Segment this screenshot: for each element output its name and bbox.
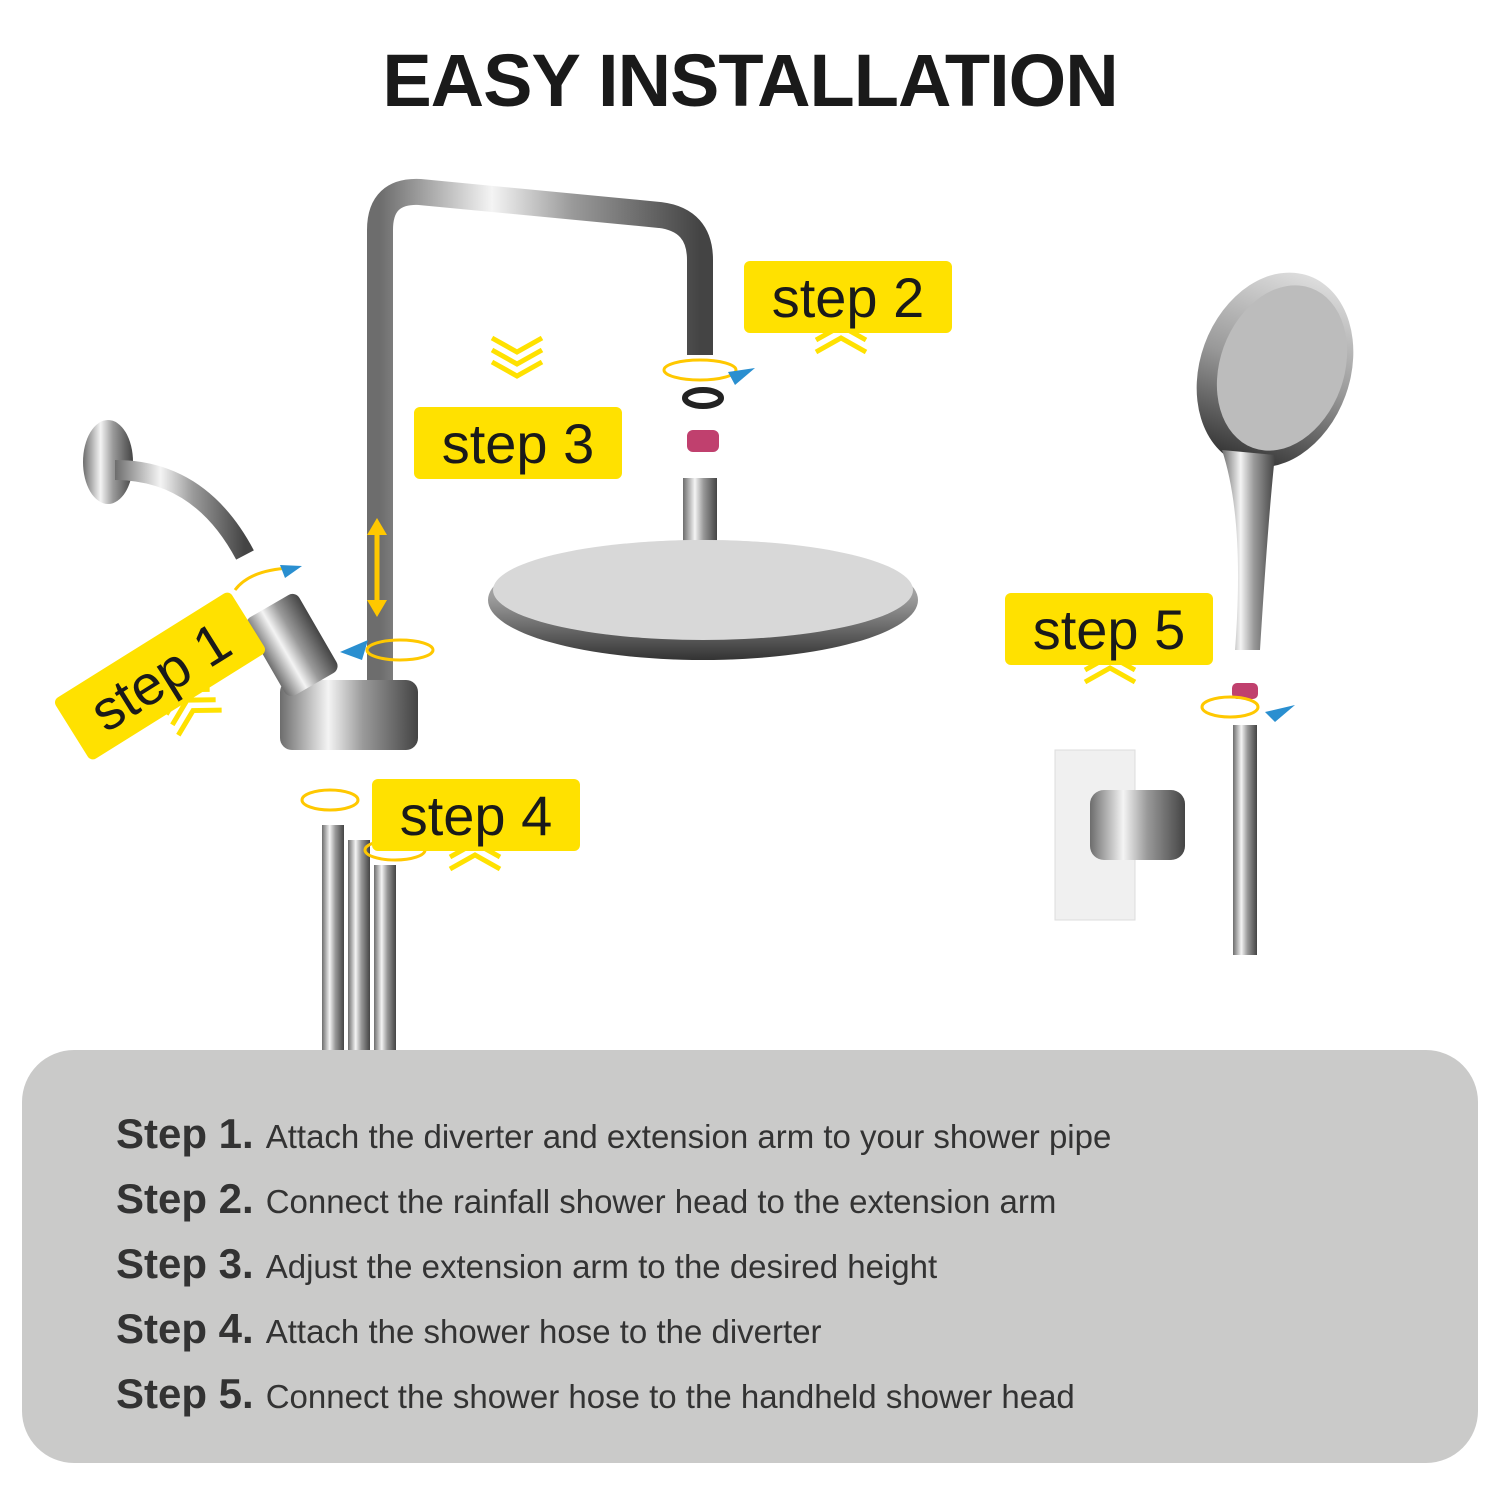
instruction-step-3: Step 3. Adjust the extension arm to the d… — [116, 1240, 1111, 1305]
filter-washer — [687, 430, 719, 452]
wall-flange — [83, 420, 133, 504]
shower-pipe — [114, 460, 254, 560]
instructions-list: Step 1. Attach the diverter and extension… — [116, 1110, 1111, 1435]
instruction-step-5: Step 5. Connect the shower hose to the ha… — [116, 1370, 1111, 1435]
extension-arm — [367, 178, 713, 690]
diverter — [280, 680, 418, 750]
step-text: Attach the shower hose to the diverter — [265, 1313, 822, 1350]
step-label: Step 5. — [116, 1370, 254, 1417]
step-5-tag: step 5 — [1005, 593, 1213, 665]
step-label: Step 1. — [116, 1110, 254, 1157]
handheld-hose — [1233, 725, 1257, 955]
page-title: EASY INSTALLATION — [382, 39, 1118, 122]
step-text: Adjust the extension arm to the desired … — [265, 1248, 938, 1285]
step-text: Connect the shower hose to the handheld … — [265, 1378, 1075, 1415]
step-text: Connect the rainfall shower head to the … — [265, 1183, 1057, 1220]
instructions-panel — [22, 1050, 1478, 1463]
step-4-tag: step 4 — [372, 779, 580, 851]
step-label: Step 3. — [116, 1240, 254, 1287]
shower-hose — [322, 825, 344, 1050]
step-label: Step 4. — [116, 1305, 254, 1352]
instruction-step-4: Step 4. Attach the shower hose to the div… — [116, 1305, 1111, 1370]
instruction-step-1: Step 1. Attach the diverter and extension… — [116, 1110, 1111, 1175]
step-label: Step 2. — [116, 1175, 254, 1222]
step-2-tag: step 2 — [744, 261, 952, 333]
step-text: Attach the diverter and extension arm to… — [265, 1118, 1112, 1155]
instruction-step-2: Step 2. Connect the rainfall shower head … — [116, 1175, 1111, 1240]
step-3-tag: step 3 — [414, 407, 622, 479]
